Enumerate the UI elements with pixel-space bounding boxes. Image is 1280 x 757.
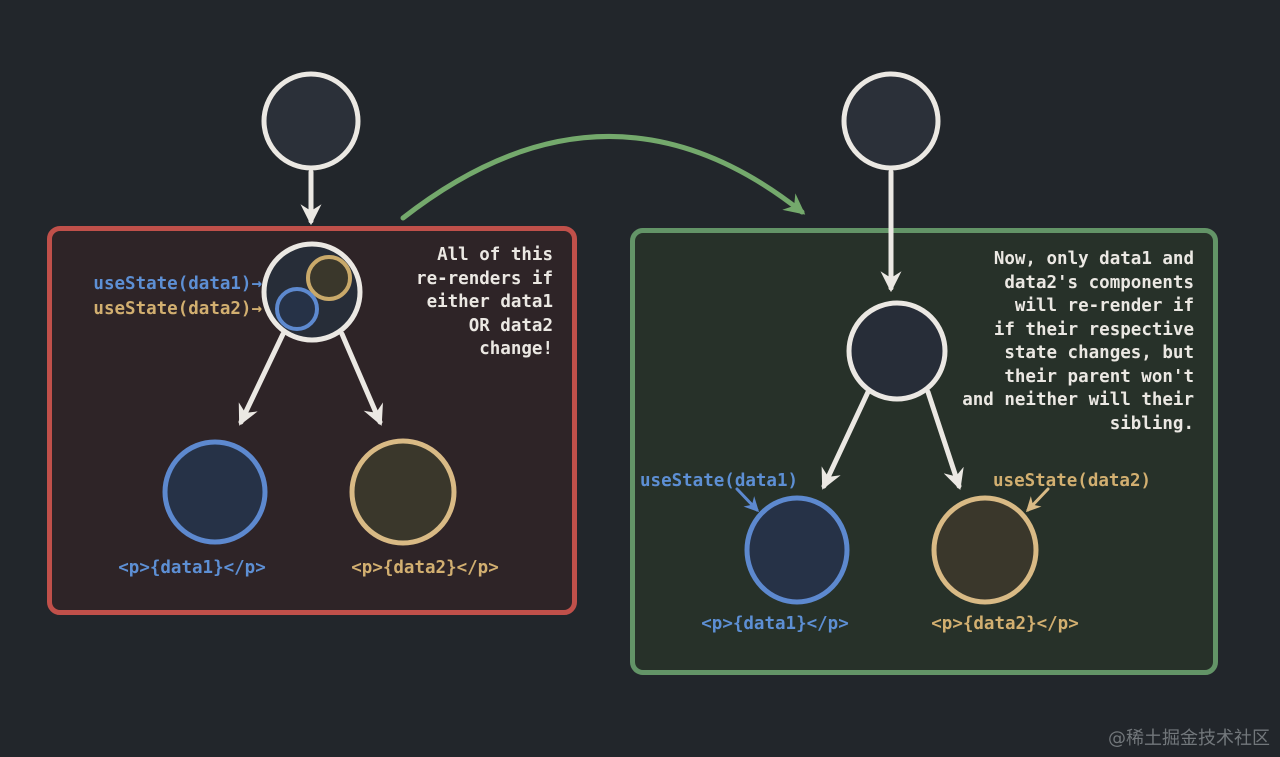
right-hook2-pointer-arrow xyxy=(1025,487,1050,513)
left-child1-node xyxy=(162,439,268,545)
left-hook1-label: useState(data1)→ xyxy=(93,274,262,294)
right-root-node xyxy=(841,71,941,171)
right-hook2-label: useState(data2) xyxy=(993,471,1152,491)
left-parent-state2-dot xyxy=(306,255,352,301)
left-child2-node xyxy=(349,438,457,546)
right-child2-label: <p>{data2}</p> xyxy=(931,614,1079,634)
right-child1-node xyxy=(744,495,850,605)
left-child1-label: <p>{data1}</p> xyxy=(118,558,266,578)
right-parent-to-child1-arrow xyxy=(821,389,871,490)
transition-arrow xyxy=(400,134,806,221)
left-root-node xyxy=(261,71,361,171)
right-child2-node xyxy=(931,495,1039,605)
right-hook1-pointer-arrow xyxy=(735,487,760,513)
right-panel-box xyxy=(630,228,1218,675)
right-tree xyxy=(735,71,1050,605)
right-parent-node xyxy=(846,300,948,402)
left-parent-state1-dot xyxy=(275,287,319,331)
right-annotation: Now, only data1 and data2's components w… xyxy=(962,249,1194,434)
left-hook2-label: useState(data2)→ xyxy=(93,299,262,319)
left-parent-to-child1-arrow xyxy=(238,331,286,426)
right-child1-label: <p>{data1}</p> xyxy=(701,614,849,634)
left-annotation: All of this re-renders if either data1 O… xyxy=(416,245,553,359)
left-tree xyxy=(162,71,457,546)
right-hook1-label: useState(data1) xyxy=(640,471,799,491)
right-parent-to-child2-arrow xyxy=(925,389,964,490)
left-child2-label: <p>{data2}</p> xyxy=(351,558,499,578)
watermark: @稀土掘金技术社区 xyxy=(1108,728,1270,749)
left-parent-to-child2-arrow xyxy=(339,331,383,426)
